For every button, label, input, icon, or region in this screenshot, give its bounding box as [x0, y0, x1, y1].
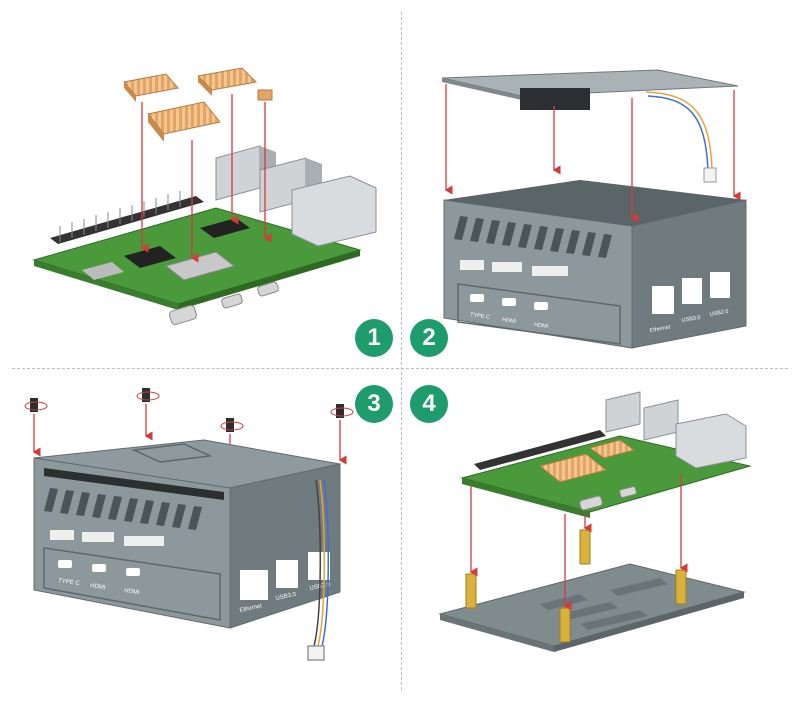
heatsink-tiny: [257, 89, 273, 101]
port-label-hdmi-b: HDMI: [534, 322, 549, 330]
case-lid: [441, 69, 739, 173]
step-badge-2: 2: [410, 319, 448, 357]
port-label-usb3: USB3.0: [681, 315, 701, 324]
port-label-hdmi-b-3: HDMI: [124, 588, 140, 596]
install-arrows: [444, 84, 741, 223]
port-label-usb3-3: USB3.0: [275, 592, 297, 602]
raspberry-pi-board: [460, 391, 752, 518]
step-badge-1: 1: [355, 319, 393, 357]
vertical-divider: [401, 12, 402, 690]
install-arrows: [469, 474, 688, 611]
port-label-ethernet-3: Ethernet: [239, 603, 263, 614]
step-badge-4: 4: [410, 385, 448, 423]
step-1-illustration: [32, 67, 377, 326]
fan-connector: [703, 167, 717, 183]
heatsink-small: [123, 73, 179, 102]
port-label-type-c-3: TYPE C: [58, 578, 81, 587]
heatsink-medium: [196, 67, 258, 96]
step-3-illustration: TYPE C HDMI HDMI Ethernet USB3.0 USB2.0: [24, 388, 354, 661]
step-2-illustration: TYPE C HDMI HDMI Ethernet USB3.0 USB2.0: [441, 69, 747, 349]
port-label-hdmi-a-3: HDMI: [90, 583, 106, 591]
port-label-type-c: TYPE C: [470, 312, 491, 321]
fan-cable: [307, 479, 330, 661]
step-badge-3: 3: [355, 385, 393, 423]
raspberry-pi-board: [32, 145, 377, 326]
port-label-ethernet: Ethernet: [649, 324, 671, 334]
screw-icon: [24, 388, 354, 432]
case-body: [443, 180, 747, 349]
assembled-case: [33, 439, 341, 629]
port-label-hdmi-a: HDMI: [502, 317, 517, 325]
horizontal-divider: [12, 368, 788, 369]
step-4-illustration: [438, 391, 752, 652]
install-arrows: [140, 94, 272, 263]
base-plate: [438, 563, 746, 652]
port-label-usb2: USB2.0: [709, 309, 729, 318]
heatsink-large: [147, 101, 221, 142]
